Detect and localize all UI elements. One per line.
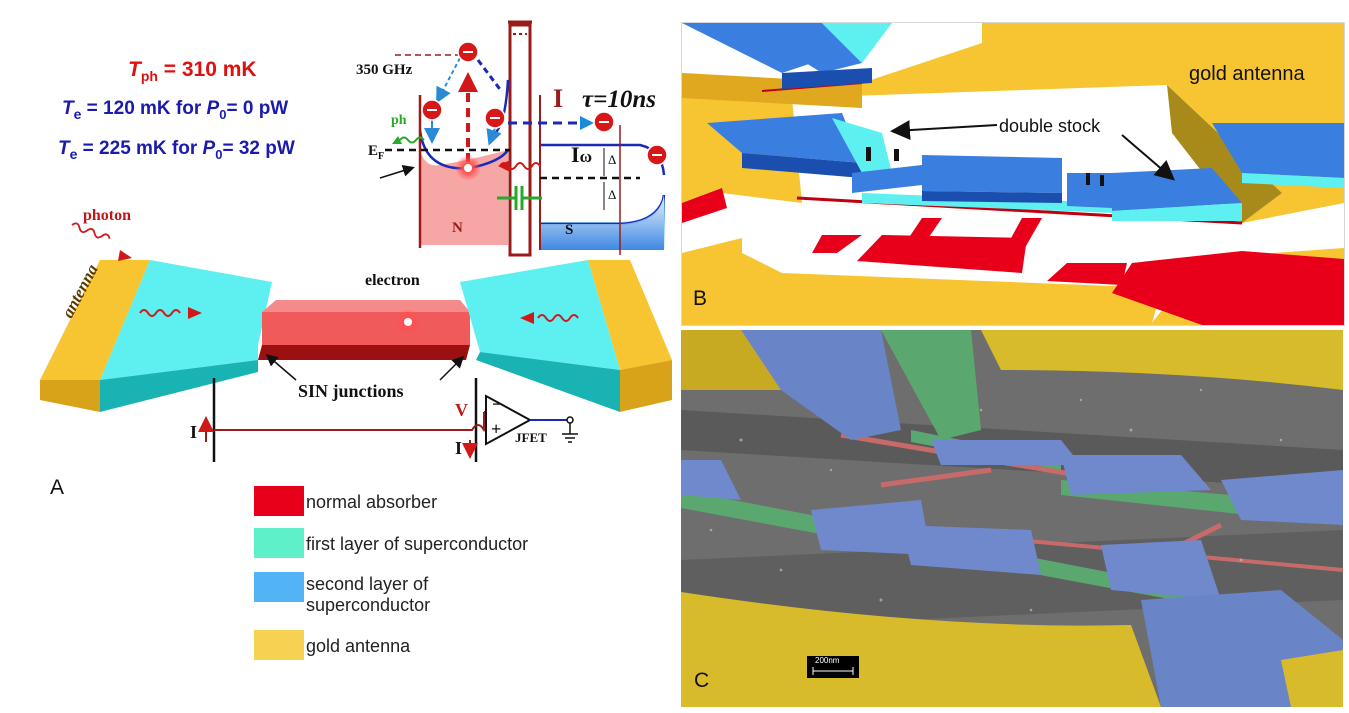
absorber-bar bbox=[262, 312, 470, 345]
panel-a-letter: A bbox=[50, 476, 65, 499]
ph-label: ph bbox=[391, 113, 407, 128]
panel-b-arrows bbox=[890, 120, 1176, 181]
freq-label: 350 GHz bbox=[356, 62, 413, 78]
panel-c-letter: C bbox=[694, 669, 710, 692]
legend-swatch-gold-antenna bbox=[254, 630, 304, 660]
panel-c: 200nm C bbox=[681, 330, 1343, 707]
legend-label-normal-absorber: normal absorber bbox=[306, 492, 438, 512]
scale-bar-label: 200nm bbox=[815, 656, 840, 665]
s-label: S bbox=[565, 222, 574, 238]
electron-circles bbox=[421, 41, 668, 166]
legend-label-first-layer: first layer of superconductor bbox=[306, 534, 529, 554]
delta-label-2: Δ bbox=[608, 187, 617, 202]
legend-label-gold-antenna: gold antenna bbox=[306, 636, 411, 656]
panel-b-letter: B bbox=[693, 287, 708, 310]
left-antenna bbox=[40, 260, 150, 380]
right-antenna bbox=[588, 260, 672, 370]
t-ph-label: Tph = 310 mK bbox=[128, 58, 257, 85]
band-diagram bbox=[379, 20, 668, 257]
scale-bar-box bbox=[807, 656, 859, 678]
t-e-label-2: Te = 225 mK for P0= 32 pW bbox=[58, 138, 295, 162]
voltage-label: V bbox=[455, 400, 468, 420]
fermi-label: EF bbox=[368, 143, 385, 162]
device-drawing bbox=[40, 222, 672, 462]
i-omega-label: Iω bbox=[571, 142, 592, 167]
circuit-current-right: I bbox=[455, 438, 463, 458]
panel-b: gold antenna double stock B bbox=[681, 22, 1345, 326]
t-e-label-1: Te = 120 mK for P0= 0 pW bbox=[62, 98, 289, 122]
sin-junctions-label: SIN junctions bbox=[298, 381, 404, 401]
n-region bbox=[420, 150, 508, 245]
panel-a-drawing bbox=[40, 20, 672, 462]
left-superconductor bbox=[100, 260, 272, 380]
legend-swatch-first-layer bbox=[254, 528, 304, 558]
panel-b-render bbox=[682, 23, 1344, 325]
opamp-plus: + bbox=[491, 419, 502, 439]
tunnel-barrier bbox=[508, 23, 532, 257]
circuit-current-left: I bbox=[190, 422, 198, 442]
n-label: N bbox=[452, 220, 463, 236]
gold-antenna-label: gold antenna bbox=[1189, 63, 1305, 85]
double-stock-label: double stock bbox=[999, 116, 1101, 136]
jfet-label: JFET bbox=[515, 430, 547, 445]
tau-label: τ=10ns bbox=[582, 86, 656, 113]
photon-label: photon bbox=[83, 207, 132, 224]
delta-label-1: Δ bbox=[608, 152, 617, 167]
jfet-amplifier bbox=[485, 394, 533, 446]
legend-swatch-normal-absorber bbox=[254, 486, 304, 516]
legend-swatch-second-layer bbox=[254, 572, 304, 602]
electron-label: electron bbox=[365, 272, 420, 289]
opamp-minus: − bbox=[492, 394, 503, 414]
current-label: I bbox=[553, 84, 564, 113]
sem-micrograph bbox=[681, 330, 1343, 707]
